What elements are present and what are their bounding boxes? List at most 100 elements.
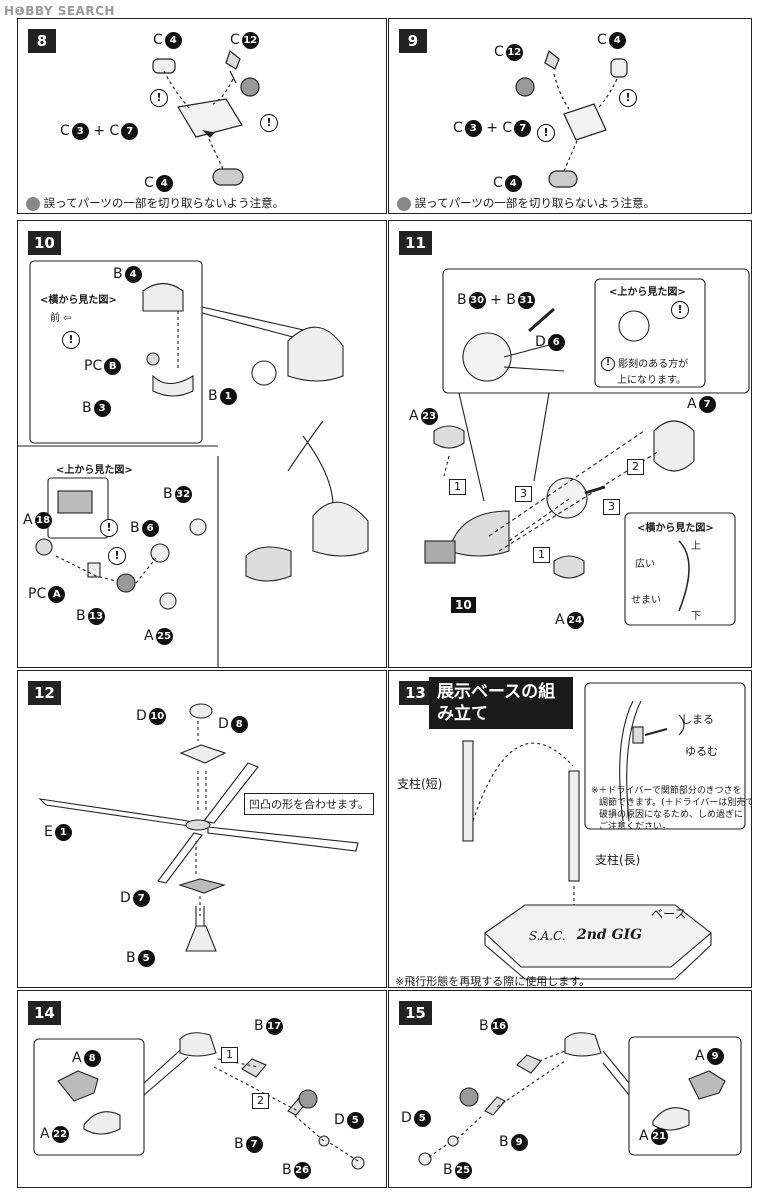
step-13-panel: 13 展示ベースの組み立て しまる ゆるむ ※＋ドライバーで関節部分のきつさを … bbox=[388, 670, 752, 988]
long-post-label: 支柱(長) bbox=[595, 853, 641, 867]
cut-warning-note: 誤ってパーツの一部を切り取らないよう注意。 bbox=[397, 195, 655, 211]
step-15-drawing bbox=[418, 1032, 742, 1166]
warning-icon: ! bbox=[62, 331, 80, 349]
engrave-note-line1: ! 彫刻のある方が bbox=[601, 355, 688, 371]
order-marker-1: 1 bbox=[221, 1047, 238, 1063]
step-13-number: 13 bbox=[399, 681, 432, 705]
step-10-number: 10 bbox=[28, 231, 61, 255]
side-view-title: <横から見た図> bbox=[40, 295, 117, 306]
top-view-title: <上から見た図> bbox=[609, 287, 686, 298]
label-narrow: せまい bbox=[631, 595, 661, 606]
step-12-drawing bbox=[38, 703, 359, 952]
engrave-note-line2: 上になります。 bbox=[617, 375, 686, 386]
front-direction-label: 前 ⇦ bbox=[50, 313, 72, 324]
label-up: 上 bbox=[691, 541, 701, 552]
screw-note-line4: ご注意ください。 bbox=[599, 822, 672, 832]
step-9-drawing bbox=[515, 49, 628, 188]
step-14-number: 14 bbox=[28, 1001, 61, 1025]
step-10-panel: 10 <横から bbox=[17, 220, 387, 668]
warning-icon: ! bbox=[100, 519, 118, 537]
warning-icon: ! bbox=[537, 124, 555, 142]
caution-face-icon bbox=[397, 196, 411, 211]
warning-icon: ! bbox=[108, 547, 126, 565]
loosen-label: ゆるむ bbox=[685, 745, 718, 758]
align-shape-callout: 凹凸の形を合わせます。 bbox=[244, 793, 374, 815]
step-11-number: 11 bbox=[399, 231, 432, 255]
caution-face-icon bbox=[26, 196, 40, 211]
warning-icon: ! bbox=[150, 89, 168, 107]
base-logo-sac: S.A.C. bbox=[529, 929, 566, 943]
top-view-title: <上から見た図> bbox=[56, 465, 133, 476]
cut-warning-note: 誤ってパーツの一部を切り取らないよう注意。 bbox=[26, 195, 284, 211]
step-14-drawing bbox=[33, 1032, 365, 1170]
order-marker-1: 1 bbox=[449, 479, 466, 495]
warning-icon: ! bbox=[260, 114, 278, 132]
subassembly-10-marker: 10 bbox=[451, 597, 476, 613]
step-15-number: 15 bbox=[399, 1001, 432, 1025]
side-view-title: <横から見た図> bbox=[637, 523, 714, 534]
screw-note-line3: 破損の原因になるため、しめ過ぎに bbox=[599, 810, 744, 820]
label-down: 下 bbox=[691, 611, 701, 622]
warning-icon: ! bbox=[619, 89, 637, 107]
flight-mode-note: ※飛行形態を再現する際に使用します。 bbox=[395, 975, 591, 988]
step-10-drawing bbox=[18, 260, 369, 667]
tighten-label: しまる bbox=[681, 713, 714, 726]
order-marker-2: 2 bbox=[627, 459, 644, 475]
warning-icon: ! bbox=[671, 301, 689, 319]
order-marker-3: 3 bbox=[603, 499, 620, 515]
step-12-number: 12 bbox=[28, 681, 61, 705]
base-logo-2ndgig: 2nd GIG bbox=[577, 927, 643, 943]
step-11-drawing bbox=[424, 268, 750, 626]
screw-note-line2: 調節できます。(＋ドライバーは別売です) bbox=[599, 798, 752, 808]
screw-note-line1: ※＋ドライバーで関節部分のきつさを bbox=[591, 786, 742, 796]
order-marker-2: 2 bbox=[252, 1093, 269, 1109]
step-9-number: 9 bbox=[399, 29, 427, 53]
step-8-number: 8 bbox=[28, 29, 56, 53]
base-label: ベース bbox=[651, 907, 687, 921]
step-8-drawing bbox=[152, 49, 260, 186]
